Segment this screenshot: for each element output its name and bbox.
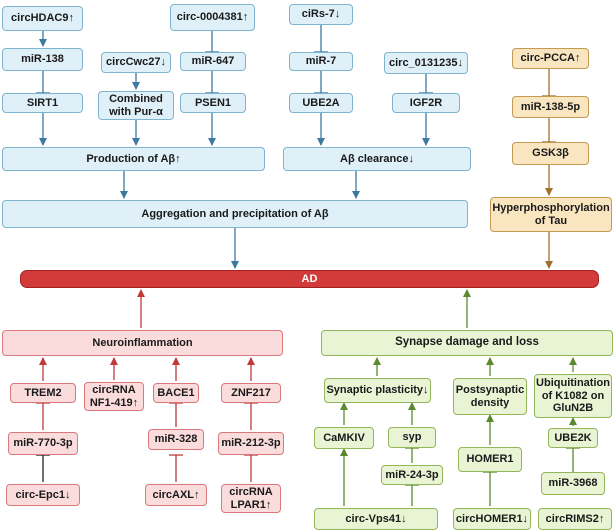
node-mir2123p: miR-212-3p [218,432,284,455]
node-mir647: miR-647 [180,52,246,71]
node-circpcca: circ-PCCA↑ [512,48,589,69]
node-synapse-damage-and-loss: Synapse damage and loss [321,330,613,356]
node-postsynaptic-density: Postsynaptic density [453,378,527,415]
node-circ0131235: circ_0131235↓ [384,52,468,74]
node-ubiquitination-k1082: Ubiquitination of K1082 on GluN2B [534,374,612,418]
node-mir328: miR-328 [148,429,204,450]
node-circepc1: circ-Epc1↓ [6,484,80,506]
node-mir7703p: miR-770-3p [8,432,78,455]
node-mir1385p: miR-138-5p [512,96,589,118]
node-neuroinflammation: Neuroinflammation [2,330,283,356]
node-mir3968: miR-3968 [541,472,605,495]
node-hyperphosphorylation-of-tau: Hyperphosphorylation of Tau [490,197,612,232]
node-circrna-lpar1: circRNA LPAR1↑ [221,484,281,513]
node-circ-vps41: circ-Vps41↓ [314,508,438,530]
node-circhdac9: circHDAC9↑ [2,6,83,31]
node-ad: AD [20,270,599,288]
node-psen1: PSEN1 [180,93,246,113]
node-syp: syp [388,427,436,448]
node-production-of-abeta: Production of Aβ↑ [2,147,265,171]
node-mir138: miR-138 [2,48,83,71]
node-trem2: TREM2 [10,383,76,403]
node-homer1: HOMER1 [458,447,522,472]
node-aggregation-precipitation: Aggregation and precipitation of Aβ [2,200,468,228]
node-camkiv: CaMKIV [314,427,374,449]
node-cirs7: ciRs-7↓ [289,4,353,25]
node-circrna-nf1-419: circRNA NF1-419↑ [84,382,144,411]
node-circcwc27: circCwc27↓ [101,52,171,73]
node-sirt1: SIRT1 [2,93,83,113]
node-gsk3b: GSK3β [512,142,589,165]
node-synaptic-plasticity: Synaptic plasticity↓ [324,378,431,403]
node-circhomer1: circHOMER1↓ [453,508,531,530]
node-circrims2: circRIMS2↑ [538,508,612,530]
node-abeta-clearance: Aβ clearance↓ [283,147,471,171]
node-combined-with-pur-alpha: Combined with Pur-α [98,91,174,120]
node-igf2r: IGF2R [392,93,460,113]
node-circ0004381: circ-0004381↑ [170,4,255,31]
node-znf217: ZNF217 [221,383,281,403]
red-connectors [36,289,258,482]
node-ube2k: UBE2K [548,428,598,448]
node-circaxl: circAXL↑ [145,484,207,506]
node-mir7: miR-7 [289,52,353,71]
node-ube2a: UBE2A [289,93,353,113]
node-mir243p: miR-24-3p [381,465,443,485]
node-bace1: BACE1 [153,383,199,403]
